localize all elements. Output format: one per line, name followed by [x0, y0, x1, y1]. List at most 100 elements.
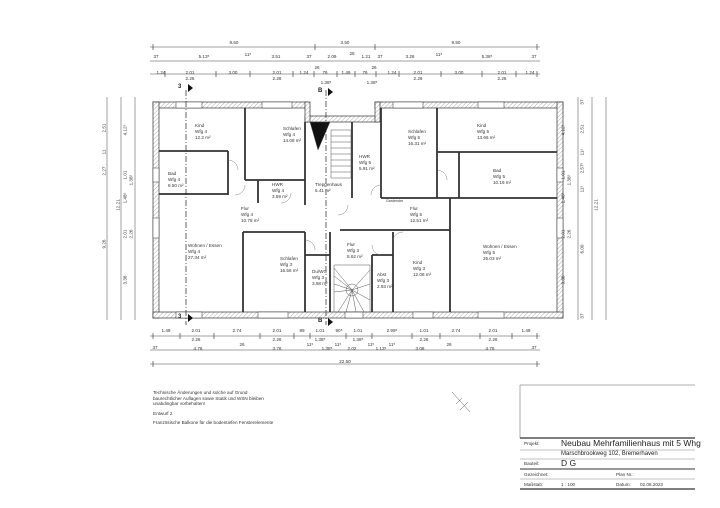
dim-label: 1.21	[361, 54, 371, 59]
section-marker-3-top: 3	[178, 84, 182, 90]
windows	[152, 101, 564, 319]
dim-label: 6.00	[579, 244, 585, 254]
dim-label: 11	[101, 149, 107, 155]
room-unit: Wfg 3	[312, 275, 324, 281]
room-unit: Wfg 4	[168, 177, 180, 183]
dim-label: 1.01	[353, 328, 363, 333]
room-area: 16.56 m²	[280, 268, 299, 274]
project-title: Neubau Mehrfamilienhaus mit 5 Whg	[561, 438, 701, 448]
dim-label: 11⁵	[579, 185, 585, 193]
room-area: 3.58 m²	[312, 281, 328, 287]
section-arrows	[188, 84, 333, 326]
room-name: Flur	[410, 206, 418, 211]
room-unit: Wfg 3	[347, 248, 359, 254]
dim-label: 2.51	[579, 124, 585, 134]
dim-label: 9.50	[229, 40, 239, 45]
scale-label: Maßstab:	[524, 482, 544, 487]
dim-label: 37	[153, 54, 159, 59]
dim-label: 11⁵	[334, 342, 342, 347]
room-unit: Wfg 4	[188, 249, 200, 255]
room-area: 13.66 m²	[477, 135, 496, 141]
note-line: Technische Änderungen und solche auf Gru…	[153, 390, 248, 395]
dim-label: 2.01	[413, 70, 423, 75]
project-label: Projekt:	[524, 441, 540, 446]
scale-value: 1 : 100	[561, 482, 576, 487]
dim-label: 4.12⁵	[122, 124, 128, 136]
dim-label: 37	[579, 99, 585, 105]
dim-label: 2.26	[272, 337, 282, 342]
dim-label: 3.38	[560, 275, 566, 285]
dim-label: 89	[299, 328, 305, 333]
room-unit: Wfg 4	[241, 212, 253, 218]
room-area: 3.59 m²	[272, 194, 288, 200]
dim-label: 1.49	[161, 328, 171, 333]
dim-label: 4.76	[193, 346, 203, 351]
room-name: Schlafen	[408, 129, 426, 134]
dim-label: 2.01	[560, 229, 566, 239]
dim-label: 2.01	[272, 328, 282, 333]
room-unit: Wfg 5	[410, 212, 422, 218]
dim-label: 11⁵	[306, 342, 314, 347]
dim-label: 3.26	[405, 54, 415, 59]
room-name: Kind	[413, 260, 423, 265]
dim-label: 3.00	[228, 70, 238, 75]
room-name: Kind	[477, 123, 487, 128]
dim-label: 1.01	[419, 328, 429, 333]
room-name: Treppenhaus	[315, 182, 342, 187]
dim-label: 11⁵	[579, 148, 585, 156]
room-area: 8.50 m²	[168, 183, 184, 189]
dim-label: 1.01	[315, 328, 325, 333]
dim-label: 3.08	[415, 346, 425, 351]
dim-label: 37	[377, 54, 383, 59]
room-unit: Wfg 5	[359, 160, 371, 166]
dim-label: 1.38⁵	[320, 80, 332, 85]
dim-label: 11⁵	[435, 52, 443, 57]
dim-label: 3.38	[122, 275, 128, 285]
dim-label: 2.57⁵	[579, 162, 585, 174]
room-name: HWR	[272, 182, 283, 187]
dim-label: 11⁵	[244, 52, 252, 57]
dim-label: 1.38⁵	[366, 80, 378, 85]
dim-label: 26	[349, 51, 355, 56]
dim-label: 2.01	[185, 70, 195, 75]
room-unit: Wfg 5	[408, 135, 420, 141]
room-unit: Wfg 4	[283, 132, 295, 138]
room-unit: Wfg 5	[493, 174, 505, 180]
dim-label: 76	[322, 70, 328, 75]
dim-label: 26	[446, 342, 452, 347]
dim-label: 3.51	[271, 54, 281, 59]
dim-label: 2.26	[272, 76, 282, 81]
room-name: Kind	[195, 123, 205, 128]
room-name: Schlafen	[280, 256, 298, 261]
dim-label: 2.26	[185, 76, 195, 81]
room-name: Wohnen / Essen	[483, 244, 517, 249]
dim-label: 2.01	[272, 70, 282, 75]
dim-label: 3.50	[340, 40, 350, 45]
dim-label: 12.21	[593, 199, 599, 211]
section-marker-b-top: B	[318, 88, 323, 94]
room-unit: Wfg 3	[377, 278, 389, 284]
dim-label: 1.49	[341, 70, 351, 75]
dim-label: 2.26	[191, 337, 201, 342]
room-area: 12.2 m²	[195, 135, 211, 141]
section-marker-b-bottom: B	[318, 318, 323, 324]
room-name: Du/WC	[312, 269, 327, 274]
room-area: 14.08 m²	[283, 138, 302, 144]
room-name: Flur	[241, 206, 249, 211]
dim-label: 2.99⁵	[386, 328, 398, 333]
draft-note: Entwurf 2	[153, 410, 173, 416]
dim-label: 2.26	[497, 76, 507, 81]
room-area: 26.03 m²	[483, 256, 502, 262]
dim-label: 2.01	[122, 229, 128, 239]
door-swings	[227, 159, 448, 256]
dim-label: 1.01	[560, 170, 566, 180]
dim-label: 37	[531, 54, 537, 59]
project-address: Marschbrookweg 102, Bremerhaven	[561, 451, 658, 457]
dimension-bottom-overall: 22.50	[339, 359, 351, 364]
date-value: 02.08.2023	[640, 482, 663, 487]
